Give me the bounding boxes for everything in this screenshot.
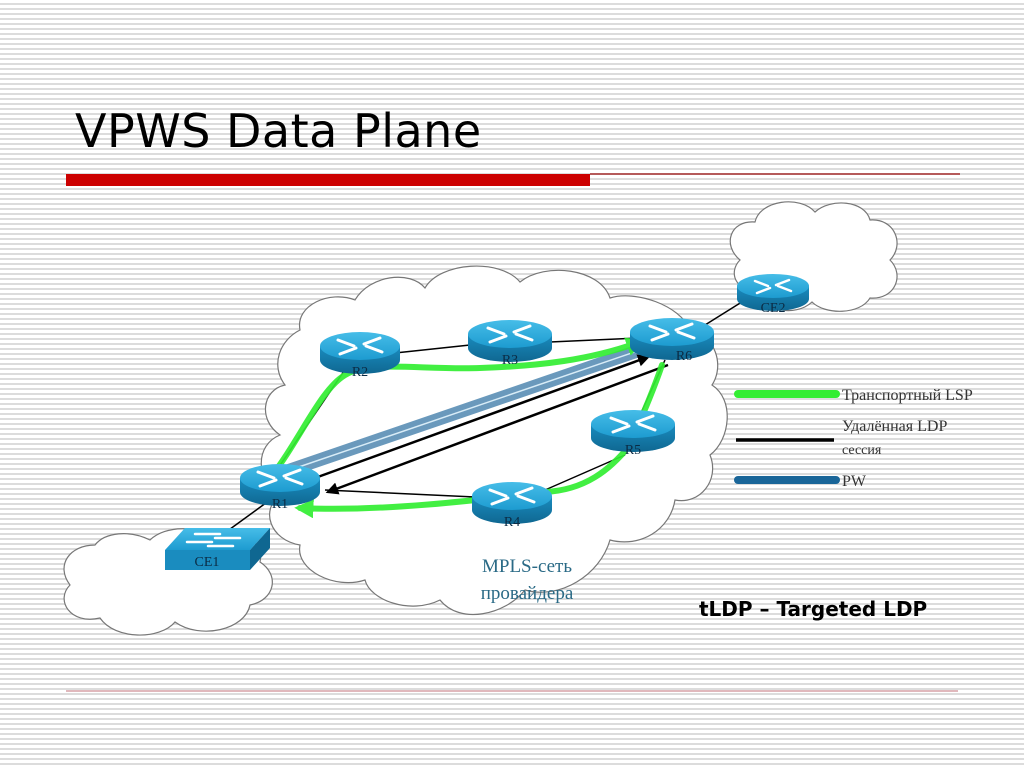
legend-label-pw: PW bbox=[842, 473, 867, 490]
router-label-r2: R2 bbox=[352, 365, 368, 380]
ldp-arrow-to-r6 bbox=[314, 354, 651, 480]
link-r4-r1 bbox=[324, 489, 476, 498]
router-arrows-icon bbox=[256, 468, 304, 488]
footer-rule bbox=[66, 690, 958, 692]
router-r1[interactable]: R1 bbox=[240, 464, 320, 512]
router-label-r6: R6 bbox=[676, 349, 692, 364]
router-label-r4: R4 bbox=[504, 515, 520, 530]
router-label-r1: R1 bbox=[272, 497, 288, 512]
link-r2-r3 bbox=[394, 344, 471, 354]
router-ce2[interactable]: CE2 bbox=[737, 274, 809, 316]
legend-item-ldp-session: Удалённая LDP сессия bbox=[736, 418, 947, 458]
legend-item-pw: PW bbox=[734, 473, 867, 490]
router-r5[interactable]: R5 bbox=[591, 410, 675, 458]
pw-line bbox=[283, 338, 662, 477]
router-r6[interactable]: R6 bbox=[630, 318, 714, 364]
router-label-ce2: CE2 bbox=[761, 301, 786, 316]
legend: Транспортный LSP Удалённая LDP сессия PW bbox=[734, 387, 973, 490]
router-label-r5: R5 bbox=[625, 443, 641, 458]
router-arrows-icon bbox=[609, 414, 657, 434]
router-r3[interactable]: R3 bbox=[468, 320, 552, 368]
cloud-label-line1: MPLS-сеть bbox=[482, 556, 572, 577]
title-underline-thin bbox=[590, 173, 960, 175]
switch-arrows-icon bbox=[185, 532, 242, 548]
legend-item-transport-lsp: Транспортный LSP bbox=[734, 387, 973, 404]
router-r2[interactable]: R2 bbox=[320, 332, 400, 380]
router-arrows-icon bbox=[486, 324, 534, 344]
transport-lsp-r1-r2-r3-r6 bbox=[267, 337, 646, 481]
legend-label-transport-lsp: Транспортный LSP bbox=[842, 387, 973, 404]
router-arrows-icon bbox=[648, 322, 696, 342]
slide-title: VPWS Data Plane bbox=[75, 104, 482, 158]
legend-label-ldp-session-line2: сессия bbox=[842, 443, 882, 458]
footnote-tldp: tLDP – Targeted LDP bbox=[699, 597, 928, 621]
router-arrows-icon bbox=[753, 278, 793, 295]
router-arrows-icon bbox=[488, 486, 536, 506]
switch-ce1[interactable]: CE1 bbox=[165, 528, 270, 570]
cloud-label-line2: провайдера bbox=[481, 583, 574, 604]
router-arrows-icon bbox=[336, 336, 384, 356]
router-r4[interactable]: R4 bbox=[472, 482, 552, 530]
link-r6-ce2 bbox=[704, 299, 746, 326]
ldp-arrow-to-r1 bbox=[325, 363, 669, 495]
switch-label-ce1: CE1 bbox=[195, 555, 220, 570]
router-label-r3: R3 bbox=[502, 353, 518, 368]
ldp-session-arrows bbox=[314, 354, 669, 495]
legend-label-ldp-session-line1: Удалённая LDP bbox=[842, 418, 947, 435]
title-underline-thick bbox=[66, 174, 590, 186]
